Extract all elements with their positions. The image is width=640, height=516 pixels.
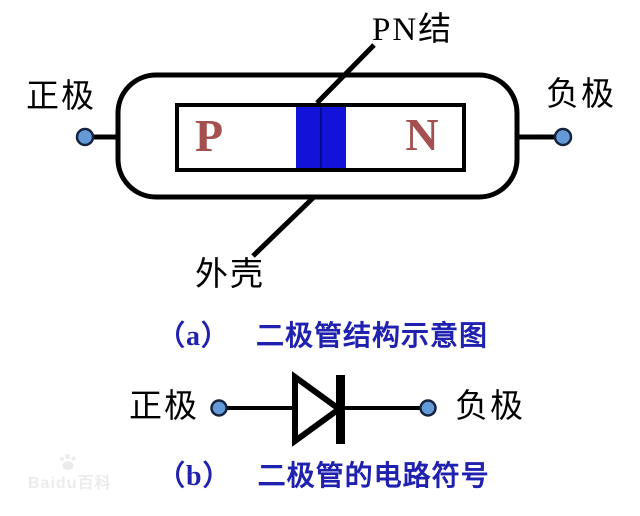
watermark-text: Baidu百科	[28, 475, 112, 492]
paw-icon	[59, 454, 76, 470]
junction-leader-line	[315, 43, 376, 105]
caption-structure-index: （a）	[157, 321, 231, 352]
anode-terminal-symbol	[210, 399, 228, 417]
caption-structure: （a） 二极管结构示意图	[157, 314, 488, 354]
n-region-label: N	[405, 109, 439, 160]
caption-symbol-title: 二极管的电路符号	[257, 461, 490, 492]
cathode-terminal-structure	[553, 127, 573, 147]
caption-symbol: （b） 二极管的电路符号	[157, 454, 490, 494]
anode-label-symbol: 正极	[129, 389, 199, 425]
anode-terminal-structure	[75, 127, 95, 147]
case-label: 外壳	[195, 257, 265, 293]
p-region-label: P	[194, 110, 224, 161]
diode-cathode-bar	[336, 375, 345, 444]
cathode-label-structure: 负极	[546, 77, 616, 113]
pn-junction-label: PN结	[372, 12, 454, 48]
case-leader-line	[251, 196, 315, 258]
anode-label-structure: 正极	[26, 79, 96, 115]
diode-triangle	[292, 371, 345, 447]
cathode-label-symbol: 负极	[455, 389, 525, 425]
semiconductor-body-outline	[175, 103, 466, 172]
caption-symbol-index: （b）	[157, 461, 232, 492]
caption-structure-title: 二极管结构示意图	[256, 321, 489, 352]
cathode-terminal-symbol	[419, 399, 437, 417]
